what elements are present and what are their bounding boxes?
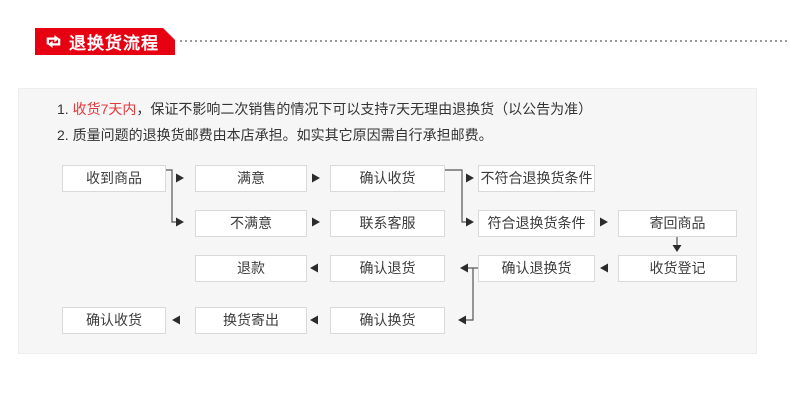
- exchange-arrows-icon: [44, 33, 63, 50]
- flow-box-confirm-return-exchange: 确认退换货: [478, 255, 595, 282]
- flow-box-send-back-goods: 寄回商品: [618, 210, 737, 237]
- flow-box-exchange-shipped: 换货寄出: [195, 307, 307, 334]
- section-title-badge: 退换货流程: [35, 28, 175, 55]
- flow-box-contact-service: 联系客服: [330, 210, 445, 237]
- flow-box-eligible: 符合退换货条件: [478, 210, 595, 237]
- flow-box-received-goods: 收到商品: [62, 165, 166, 192]
- flow-box-confirm-receipt: 确认收货: [330, 165, 445, 192]
- policy-note-1: 1. 收货7天内，保证不影响二次销售的情况下可以支持7天无理由退换货（以公告为准…: [57, 99, 592, 119]
- flow-box-buyer-confirm-receipt: 确认收货: [62, 307, 166, 334]
- note-2-number: 2.: [57, 127, 69, 143]
- note-1-highlight: 收货7天内: [72, 101, 137, 117]
- note-1-number: 1.: [57, 101, 69, 117]
- section-title: 退换货流程: [69, 34, 159, 53]
- note-2-text: 质量问题的退换货邮费由本店承担。如实其它原因需自行承担邮费。: [72, 127, 493, 143]
- flow-box-satisfied: 满意: [195, 165, 307, 192]
- policy-note-2: 2. 质量问题的退换货邮费由本店承担。如实其它原因需自行承担邮费。: [57, 125, 493, 145]
- flow-box-refund: 退款: [195, 255, 307, 282]
- flow-box-not-eligible: 不符合退换货条件: [478, 165, 595, 192]
- note-1-text: ，保证不影响二次销售的情况下可以支持7天无理由退换货（以公告为准）: [136, 101, 593, 117]
- header-dotted-rule: [180, 40, 788, 42]
- flow-box-receipt-registration: 收货登记: [618, 255, 737, 282]
- flow-box-confirm-exchange: 确认换货: [330, 307, 445, 334]
- flow-box-confirm-return: 确认退货: [330, 255, 445, 282]
- flow-box-unsatisfied: 不满意: [195, 210, 307, 237]
